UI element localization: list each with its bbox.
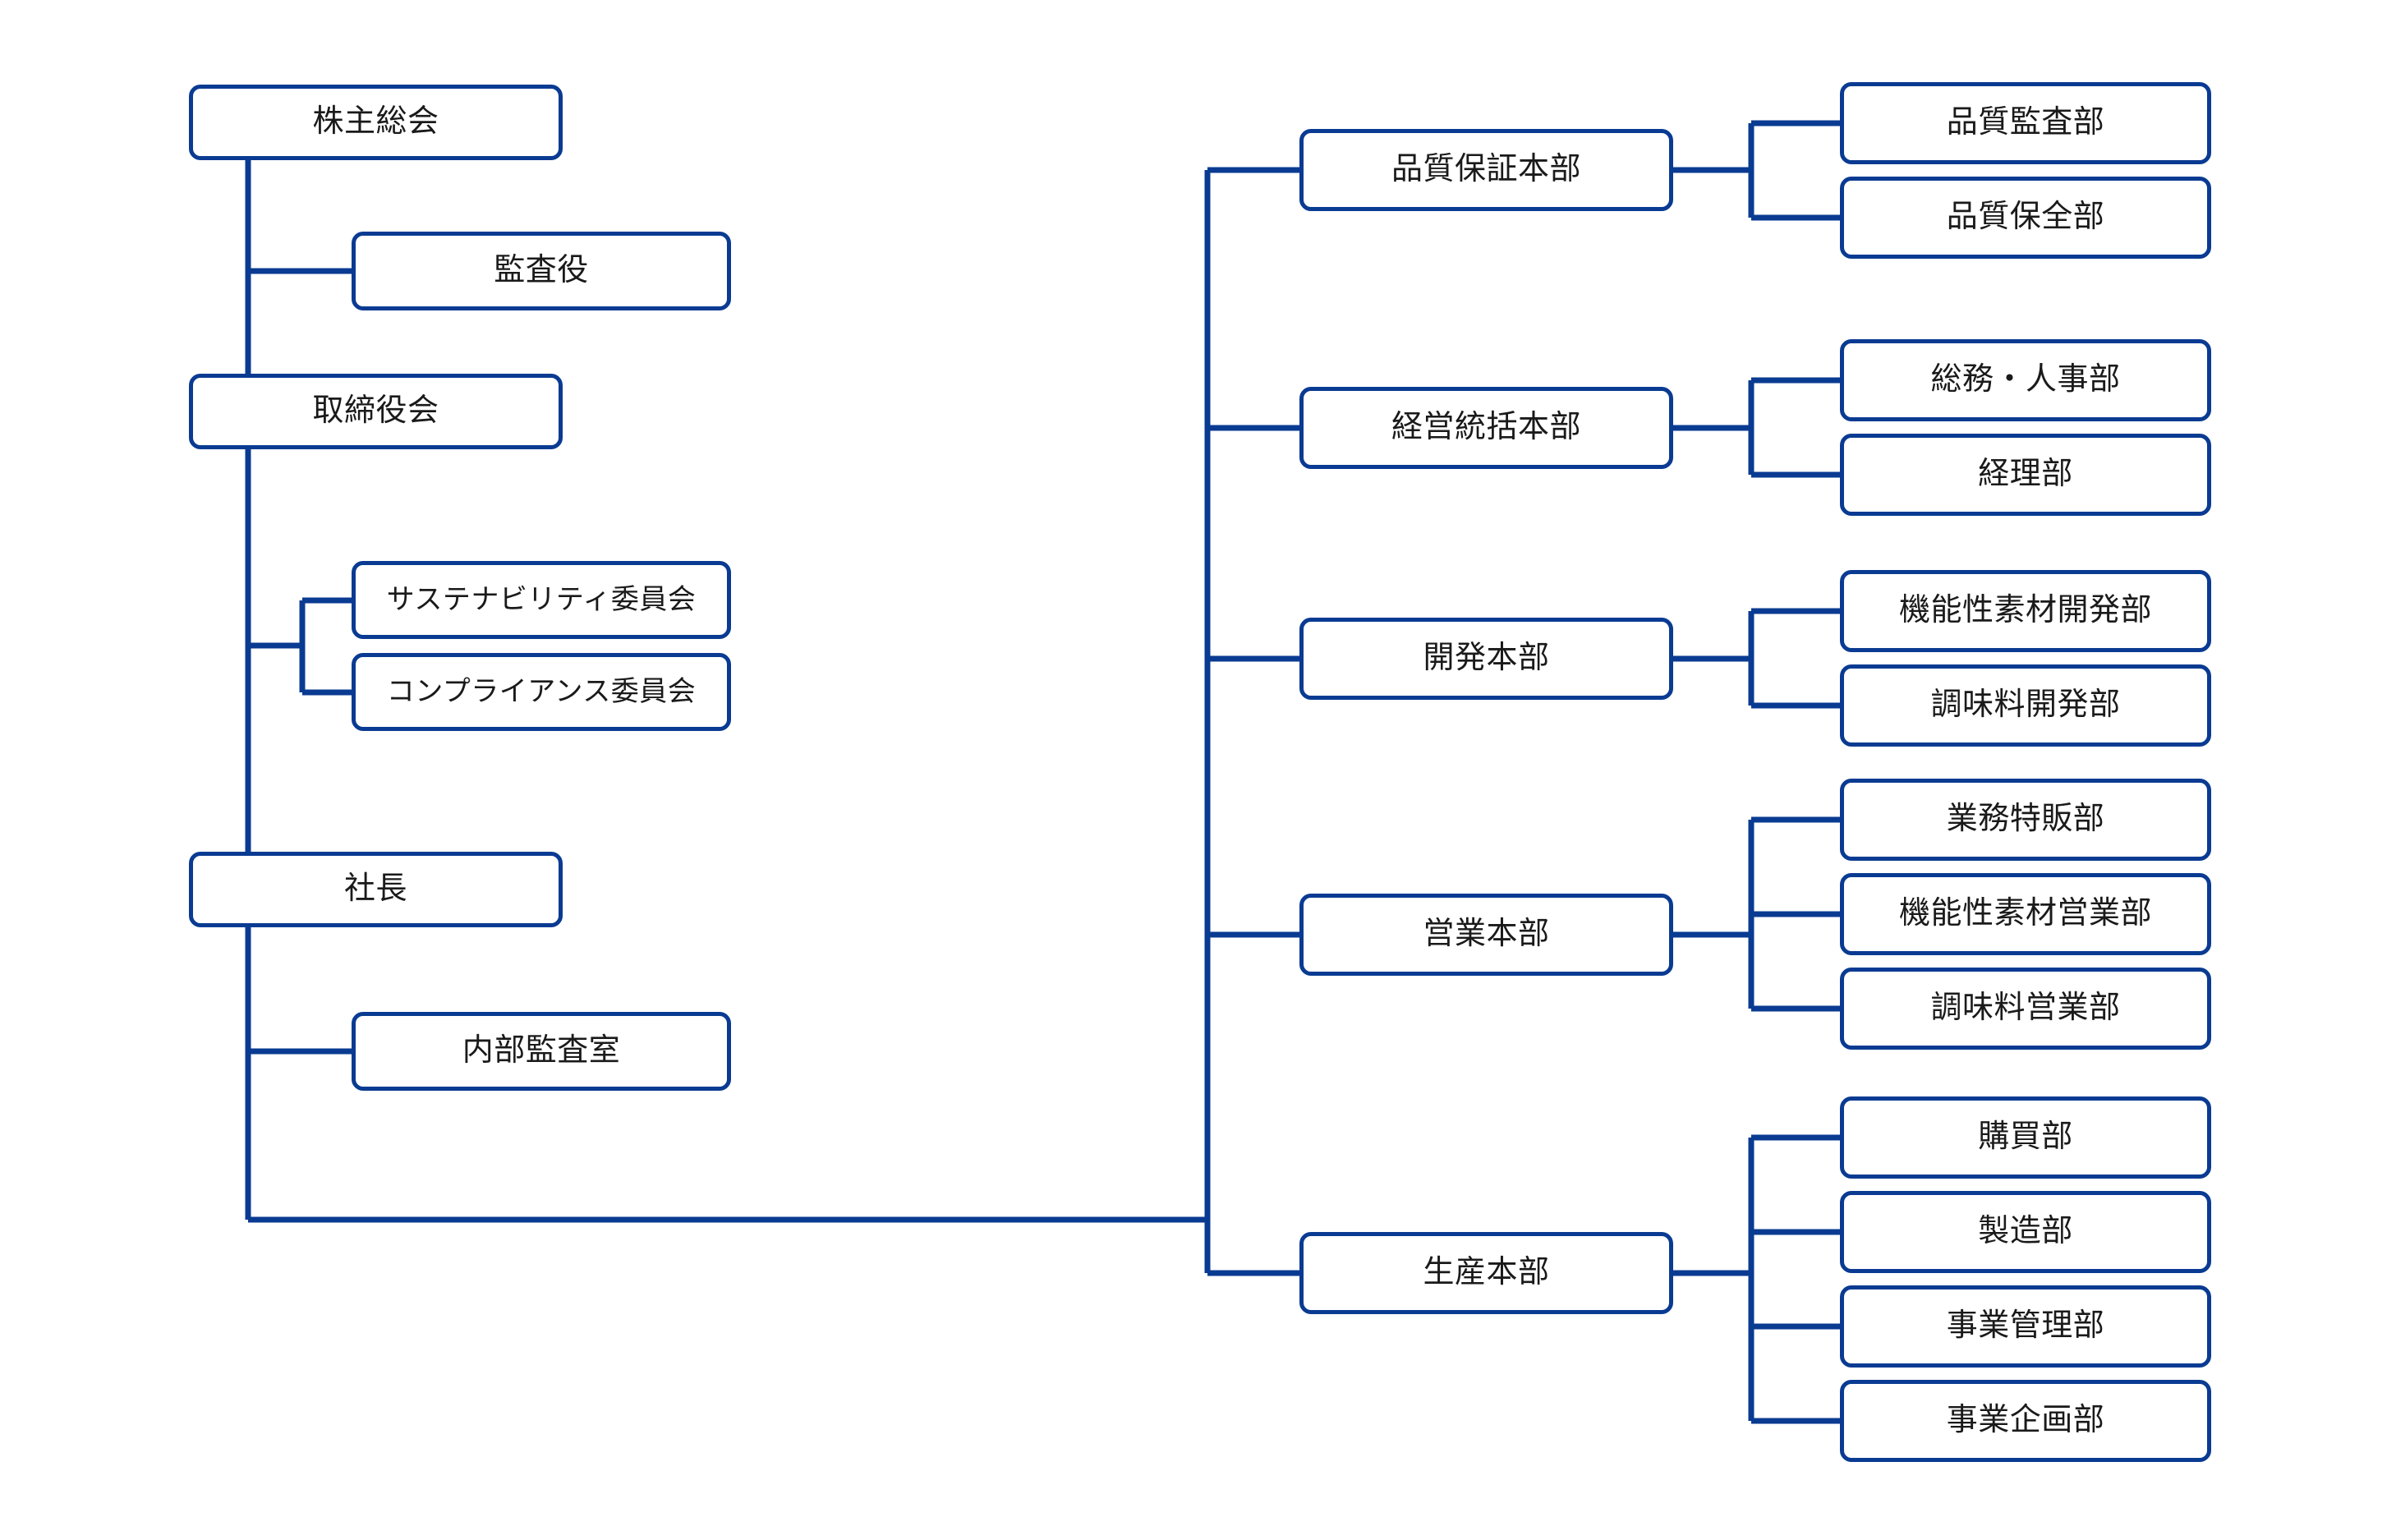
node-compliance-committee[interactable]: コンプライアンス委員会 bbox=[352, 653, 731, 731]
node-accounting-dept[interactable]: 経理部 bbox=[1840, 434, 2211, 516]
node-internal-audit-office[interactable]: 内部監査室 bbox=[352, 1012, 731, 1091]
node-label: 製造部 bbox=[1978, 1214, 2073, 1249]
node-label: コンプライアンス委員会 bbox=[386, 675, 697, 707]
node-label: 品質保全部 bbox=[1946, 200, 2105, 235]
node-label: 機能性素材営業部 bbox=[1898, 896, 2152, 931]
node-manufacturing-dept[interactable]: 製造部 bbox=[1840, 1191, 2211, 1273]
node-purchasing-dept[interactable]: 購買部 bbox=[1840, 1096, 2211, 1179]
node-label: 購買部 bbox=[1978, 1119, 2073, 1155]
node-label: 監査役 bbox=[494, 253, 589, 288]
node-label: 営業本部 bbox=[1423, 917, 1550, 952]
node-label: 開発本部 bbox=[1423, 641, 1550, 676]
node-label: サステナビリティ委員会 bbox=[386, 583, 697, 615]
node-label: 生産本部 bbox=[1423, 1255, 1550, 1290]
node-management-control-hq[interactable]: 経営統括本部 bbox=[1299, 387, 1673, 469]
node-development-hq[interactable]: 開発本部 bbox=[1299, 618, 1673, 700]
node-label: 内部監査室 bbox=[462, 1033, 621, 1069]
node-board-of-directors[interactable]: 取締役会 bbox=[189, 374, 563, 449]
node-label: 品質監査部 bbox=[1946, 105, 2105, 140]
node-quality-assurance-hq[interactable]: 品質保証本部 bbox=[1299, 129, 1673, 211]
node-label: 機能性素材開発部 bbox=[1898, 593, 2152, 628]
node-functional-material-sales-dept[interactable]: 機能性素材営業部 bbox=[1840, 873, 2211, 955]
node-seasoning-sales-dept[interactable]: 調味料営業部 bbox=[1840, 968, 2211, 1050]
node-label: 業務特販部 bbox=[1946, 802, 2105, 837]
node-label: 品質保証本部 bbox=[1391, 152, 1581, 187]
node-business-special-sales-dept[interactable]: 業務特販部 bbox=[1840, 779, 2211, 861]
node-president[interactable]: 社長 bbox=[189, 852, 563, 927]
node-functional-material-dev-dept[interactable]: 機能性素材開発部 bbox=[1840, 570, 2211, 652]
node-business-planning-dept[interactable]: 事業企画部 bbox=[1840, 1380, 2211, 1462]
node-label: 調味料営業部 bbox=[1930, 991, 2121, 1026]
node-general-affairs-hr-dept[interactable]: 総務・人事部 bbox=[1840, 339, 2211, 421]
node-sustainability-committee[interactable]: サステナビリティ委員会 bbox=[352, 561, 731, 639]
node-sales-hq[interactable]: 営業本部 bbox=[1299, 894, 1673, 976]
node-shareholders-meeting[interactable]: 株主総会 bbox=[189, 85, 563, 160]
node-label: 社長 bbox=[343, 871, 407, 907]
node-label: 事業管理部 bbox=[1946, 1308, 2105, 1344]
node-label: 調味料開発部 bbox=[1930, 687, 2121, 723]
node-label: 株主総会 bbox=[312, 104, 439, 140]
node-seasoning-dev-dept[interactable]: 調味料開発部 bbox=[1840, 664, 2211, 747]
node-business-management-dept[interactable]: 事業管理部 bbox=[1840, 1285, 2211, 1368]
node-production-hq[interactable]: 生産本部 bbox=[1299, 1232, 1673, 1314]
node-auditor[interactable]: 監査役 bbox=[352, 232, 731, 310]
node-label: 総務・人事部 bbox=[1930, 362, 2121, 398]
node-label: 経理部 bbox=[1978, 457, 2073, 492]
node-label: 経営統括本部 bbox=[1391, 410, 1581, 445]
node-quality-maintenance-dept[interactable]: 品質保全部 bbox=[1840, 177, 2211, 259]
node-quality-inspection-dept[interactable]: 品質監査部 bbox=[1840, 82, 2211, 164]
node-label: 事業企画部 bbox=[1946, 1403, 2105, 1438]
node-label: 取締役会 bbox=[312, 393, 439, 429]
